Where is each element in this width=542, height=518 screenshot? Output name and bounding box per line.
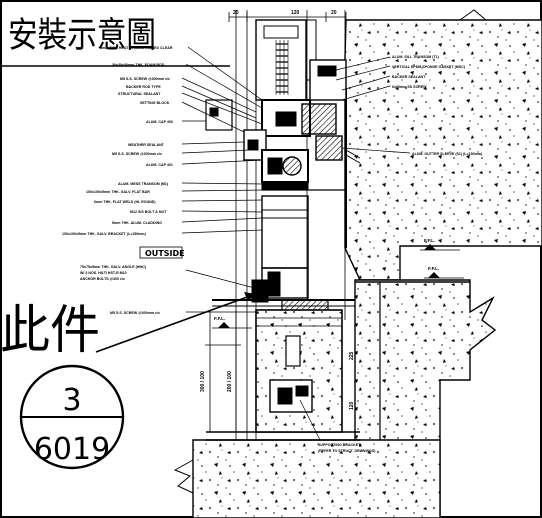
note-backer-sealant: BACKER SEALANT (392, 75, 426, 79)
transom-cluster (205, 59, 361, 191)
note-screw-3: M5 S.S. SCREW @300mm c/c (110, 311, 160, 315)
note-supporting-bracket: SUPPORTING BRACKET (318, 443, 361, 447)
note-sill-transom: ALUM. SILL TRANSOM (T1) (392, 55, 440, 59)
upper-concrete-wall (344, 9, 542, 281)
ffl-marker-upper: F.F.L. (420, 238, 460, 251)
note-cladding: 5mm THK. ALUM. CLADDING (112, 221, 162, 225)
callout-text: 此件 (0, 301, 100, 361)
ffl-label-2: F.F.L. (428, 266, 439, 271)
ffl-marker-left: F.F.L. (212, 316, 252, 329)
note-mess-transom: ALUM. MESS TRANSOM (M1) (118, 182, 169, 186)
bottom-annotation: SUPPORTING BRACKET (REFER TO STRUCT. DRA… (318, 443, 376, 453)
note-alum-cap-400: ALUM. CAP 400 (146, 120, 173, 124)
section-number: 3 (62, 383, 81, 418)
ffl-label-3: F.F.L. (214, 316, 225, 321)
dim-top-20b: 20 (331, 10, 337, 16)
right-annotations: ALUM. SILL TRANSOM (T1) VERTICAL EPDM SP… (392, 55, 483, 156)
note-alum-cap-401: ALUM. CAP 401 (146, 163, 173, 167)
note-flat-weld: 6mm THK. FLAT WELD (HL ROUND) (94, 200, 156, 204)
note-gutter-sleeve: ALUM. GUTTER SLEEVE (S1) (L=150mm) (412, 152, 483, 156)
note-flat-bar: 100x100x5mm THK. GALV. FLAT BAR (86, 190, 150, 194)
drawing-title: 安裝示意圖 (8, 16, 156, 56)
note-ss-screw: 6x60mm SS SCREW (392, 85, 427, 89)
note-screw-1: M5 S.S. SCREW @300mm c/c (120, 77, 170, 81)
note-setting-block: SETTING BLOCK (140, 101, 170, 105)
top-dimension-string: 20 120 20 (228, 10, 347, 22)
note-backer-rod: BACKER ROD TYPE (126, 85, 161, 89)
note-epdm-gasket: VERTICAL EPDM SPONGE GASKET (MSC) (392, 65, 466, 69)
outside-text: OUTSIDE (145, 249, 185, 258)
note-glass: 5mm THK. HEAT STRENGTHENED CLEAR (100, 46, 173, 50)
lower-anchor-box (255, 309, 343, 433)
dim-top-120: 120 (291, 10, 300, 16)
note-anchor-bolts: ANCHOR BOLTS @300 c/c (80, 277, 125, 281)
dim-vert-120: 120 (349, 401, 355, 410)
left-vertical-dimensions: 300 / 100 200 / 100 225 120 (200, 310, 355, 432)
section-sheet: 6019 (34, 432, 110, 467)
note-bolt-nut: M12 S/S BOLT & NUT (130, 210, 167, 214)
note-struct-sealant: STRUCTURAL SEALANT (118, 92, 161, 96)
callout-arrow-line (95, 295, 251, 353)
mullion-profile-lower (212, 195, 355, 319)
left-leader-lines (181, 46, 263, 313)
dim-vert-300: 300 / 100 (200, 371, 206, 392)
anchor-annotations: 75x75x5mm THK. GALV. ANGLE (HMC) W/ 3 NO… (80, 265, 160, 315)
ffl-label-1: F.F.L. (424, 238, 435, 243)
callout-marker: 此件 (0, 292, 256, 361)
dim-top-20: 20 (233, 10, 239, 16)
foundation-slab (173, 431, 441, 518)
outside-label: OUTSIDE (139, 246, 185, 259)
note-refer-struct: (REFER TO STRUCT. DRAWINGS) (318, 449, 376, 453)
note-hilti: W/ 3 NOS. HILTI HST-R M10 (80, 271, 127, 275)
note-weather-sealant: WEATHER SEALANT (128, 143, 165, 147)
note-bracket: 100x100x5mm THK. GALV. BRACKET (L=150mm) (62, 232, 147, 236)
ffl-marker-right: F.F.L. (424, 266, 464, 279)
section-bubble: 3 6019 (19, 364, 125, 470)
callout-arrow-head (244, 292, 256, 301)
right-leader-lines (299, 56, 411, 441)
note-screw-2: M5 S.S. SCREW @300mm c/c (112, 152, 162, 156)
left-annotations: 5mm THK. HEAT STRENGTHENED CLEAR 30x30x3… (62, 46, 173, 236)
note-foam-rod: 30x30x30mm THK. FOAM ROD (112, 63, 165, 67)
dim-vert-200: 200 / 100 (227, 371, 233, 392)
dim-vert-225: 225 (349, 351, 355, 360)
note-angle: 75x75x5mm THK. GALV. ANGLE (HMC) (80, 265, 147, 269)
